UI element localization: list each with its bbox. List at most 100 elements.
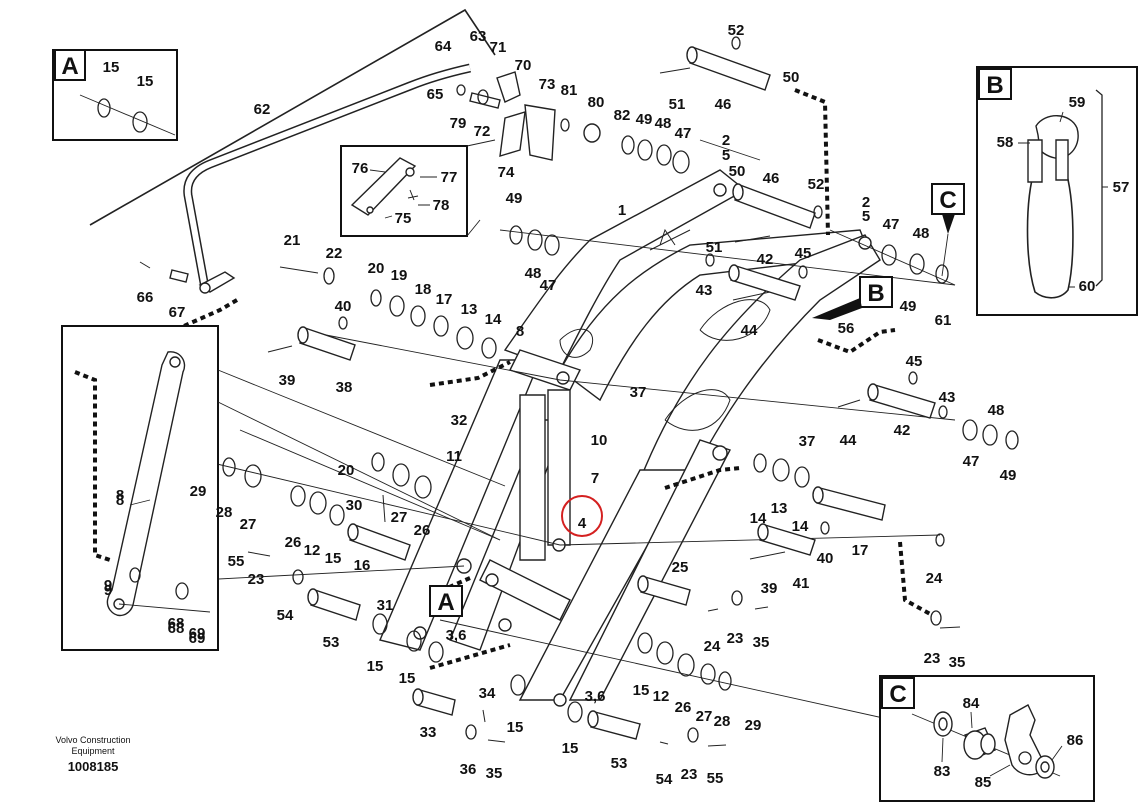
callout-48: 48 bbox=[913, 225, 930, 242]
callout-54: 54 bbox=[277, 607, 294, 624]
callout-18: 18 bbox=[415, 281, 432, 298]
callout-13: 13 bbox=[771, 500, 788, 517]
callout-44: 44 bbox=[840, 432, 857, 449]
inset-link-label: 8 bbox=[116, 487, 124, 504]
callout-47: 47 bbox=[883, 216, 900, 233]
callout-50: 50 bbox=[729, 163, 746, 180]
inset-link bbox=[61, 325, 506, 651]
callout-64: 64 bbox=[435, 38, 452, 55]
callout-51: 51 bbox=[706, 239, 723, 256]
maker-line-1: Volvo Construction bbox=[55, 735, 130, 745]
marker-b-letter: B bbox=[867, 280, 884, 307]
callout-12: 12 bbox=[653, 688, 670, 705]
callout-3-6: 3,6 bbox=[446, 627, 467, 644]
inset-c-label: 83 bbox=[934, 763, 951, 780]
marker-a-letter: A bbox=[437, 589, 454, 616]
inset-a-label: 15 bbox=[137, 73, 154, 90]
leader-wedge-top bbox=[89, 8, 496, 226]
inset-link-label: 69 bbox=[189, 625, 206, 642]
callout-24: 24 bbox=[704, 638, 721, 655]
callout-25: 25 bbox=[672, 559, 689, 576]
callout-49: 49 bbox=[636, 111, 653, 128]
pin-axes bbox=[199, 139, 961, 736]
inset-b-letter: B bbox=[986, 72, 1003, 99]
callout-48: 48 bbox=[988, 402, 1005, 419]
callout-52: 52 bbox=[728, 22, 745, 39]
callout-13: 13 bbox=[461, 301, 478, 318]
inset-b bbox=[976, 66, 1138, 316]
callout-73: 73 bbox=[539, 76, 556, 93]
inset-c-label: 86 bbox=[1067, 732, 1084, 749]
callout-45: 45 bbox=[795, 245, 812, 262]
callout-5: 5 bbox=[862, 208, 870, 225]
callout-14: 14 bbox=[792, 518, 809, 535]
callout-44: 44 bbox=[741, 322, 758, 339]
inset-b-label: 58 bbox=[997, 134, 1014, 151]
callout-49: 49 bbox=[1000, 467, 1017, 484]
callout-46: 46 bbox=[763, 170, 780, 187]
callout-74: 74 bbox=[498, 164, 515, 181]
callout-26: 26 bbox=[414, 522, 431, 539]
washers bbox=[222, 36, 1019, 743]
callout-35: 35 bbox=[486, 765, 503, 782]
callout-52: 52 bbox=[808, 176, 825, 193]
bracket-assembly bbox=[456, 71, 601, 161]
callout-27: 27 bbox=[696, 708, 713, 725]
callout-47: 47 bbox=[675, 125, 692, 142]
marker-c: C bbox=[931, 183, 965, 277]
callout-49: 49 bbox=[506, 190, 523, 207]
callout-41: 41 bbox=[793, 575, 810, 592]
inset-link-label: 68 bbox=[168, 615, 185, 632]
callout-28: 28 bbox=[216, 504, 233, 521]
callout-63: 63 bbox=[470, 28, 487, 45]
callout-55: 55 bbox=[707, 770, 724, 787]
callout-47: 47 bbox=[540, 277, 557, 294]
inset-detail-label: 77 bbox=[441, 169, 458, 186]
callout-30: 30 bbox=[346, 497, 363, 514]
callout-20: 20 bbox=[338, 462, 355, 479]
callout-2: 2 bbox=[862, 194, 870, 211]
callout-45: 45 bbox=[906, 353, 923, 370]
inset-a-label: 15 bbox=[103, 59, 120, 76]
callout-28: 28 bbox=[714, 713, 731, 730]
callout-1: 1 bbox=[618, 202, 626, 219]
callout-50: 50 bbox=[783, 69, 800, 86]
callout-42: 42 bbox=[757, 251, 774, 268]
callout-14: 14 bbox=[485, 311, 502, 328]
inset-c-label: 84 bbox=[963, 695, 980, 712]
callout-46: 46 bbox=[715, 96, 732, 113]
callout-35: 35 bbox=[753, 634, 770, 651]
callout-21: 21 bbox=[284, 232, 301, 249]
marker-a: A bbox=[429, 585, 463, 617]
inset-c-label: 85 bbox=[975, 774, 992, 791]
callout-42: 42 bbox=[894, 422, 911, 439]
callout-26: 26 bbox=[285, 534, 302, 551]
callout-54: 54 bbox=[656, 771, 673, 788]
callout-27: 27 bbox=[391, 509, 408, 526]
callout-67: 67 bbox=[169, 304, 186, 321]
callout-11: 11 bbox=[446, 448, 462, 465]
callout-9: 9 bbox=[104, 582, 112, 599]
callout-71: 71 bbox=[490, 39, 507, 56]
callout-17: 17 bbox=[436, 291, 453, 308]
callout-16: 16 bbox=[354, 557, 371, 574]
callout-61: 61 bbox=[935, 312, 952, 329]
callout-72: 72 bbox=[474, 123, 491, 140]
callout-53: 53 bbox=[323, 634, 340, 651]
callout-15: 15 bbox=[367, 658, 384, 675]
callout-33: 33 bbox=[420, 724, 437, 741]
callout-8: 8 bbox=[516, 323, 524, 340]
callout-10: 10 bbox=[591, 432, 608, 449]
callout-19: 19 bbox=[391, 267, 408, 284]
callout-62: 62 bbox=[254, 101, 271, 118]
callout-15: 15 bbox=[399, 670, 416, 687]
inset-b-label: 59 bbox=[1069, 94, 1086, 111]
callout-17: 17 bbox=[852, 542, 869, 559]
callout-23: 23 bbox=[727, 630, 744, 647]
callout-80: 80 bbox=[588, 94, 605, 111]
callout-48: 48 bbox=[655, 115, 672, 132]
rod-62 bbox=[183, 63, 471, 294]
callout-39: 39 bbox=[761, 580, 778, 597]
maker-line-2: Equipment bbox=[71, 746, 115, 756]
